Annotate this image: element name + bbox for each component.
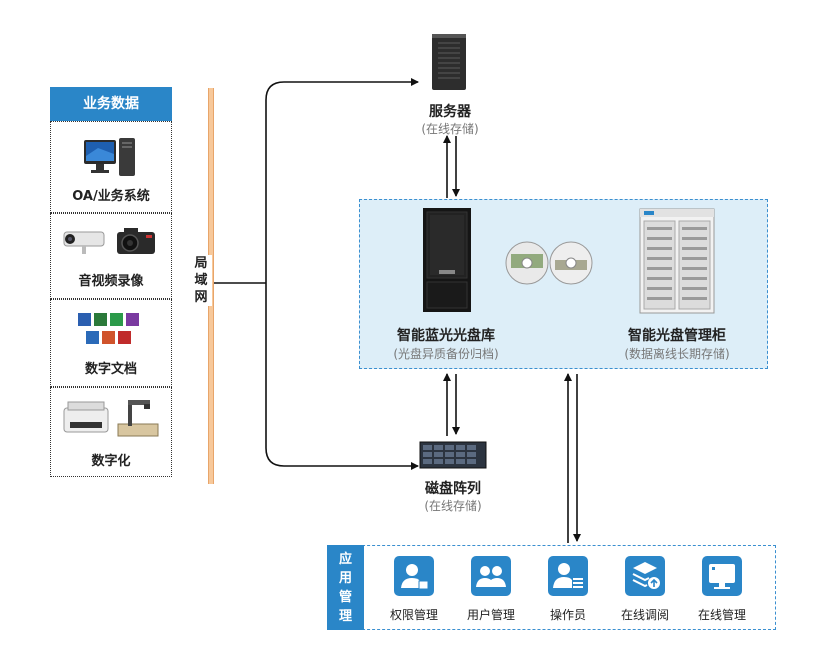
user-lock-icon[interactable]	[394, 556, 434, 596]
disk-array-icon	[419, 441, 487, 469]
optical-cabinet-icon	[639, 208, 715, 314]
optical-cabinet-title: 智能光盘管理柜	[628, 328, 726, 344]
online-review-label: 在线调阅	[620, 608, 669, 622]
permission-management-label: 权限管理	[389, 608, 438, 622]
server-title: 服务器	[429, 104, 471, 120]
disk-array-subtitle: (在线存储)	[424, 499, 482, 513]
office-documents-icon	[78, 313, 139, 344]
operator-label: 操作员	[549, 608, 586, 622]
operator-icon[interactable]	[548, 556, 588, 596]
av-recording-box	[50, 213, 172, 299]
digitization-box	[50, 387, 172, 477]
optical-library-title: 智能蓝光光盘库	[397, 328, 495, 344]
user-management-label: 用户管理	[466, 608, 515, 622]
monitor-icon[interactable]	[702, 556, 742, 596]
digital-documents-label: 数字文档	[84, 362, 137, 377]
optical-cabinet-subtitle: (数据离线长期存储)	[624, 347, 730, 361]
business-data-header: 业务数据	[50, 87, 172, 121]
optical-library-icon	[423, 208, 471, 312]
online-management-label: 在线管理	[697, 608, 746, 622]
lan-label: 局域网	[190, 255, 212, 306]
oa-system-label: OA/业务系统	[72, 189, 150, 204]
printer-scanner-icon	[63, 400, 159, 437]
optical-library-subtitle: (光盘异质备份归档)	[393, 347, 499, 361]
av-recording-label: 音视频录像	[78, 274, 144, 289]
server-rack-icon	[432, 34, 466, 90]
app-management-header: 应用管理	[327, 545, 364, 630]
digitization-label: 数字化	[91, 454, 131, 469]
digital-documents-box	[50, 299, 172, 387]
server-subtitle: (在线存储)	[421, 122, 479, 136]
oa-system-box	[50, 121, 172, 213]
layers-upload-icon[interactable]	[625, 556, 665, 596]
camera-icon	[63, 228, 155, 254]
users-icon[interactable]	[471, 556, 511, 596]
disk-array-title: 磁盘阵列	[425, 481, 481, 497]
desktop-computer-icon	[84, 138, 135, 176]
optical-disc-icon	[505, 241, 593, 285]
